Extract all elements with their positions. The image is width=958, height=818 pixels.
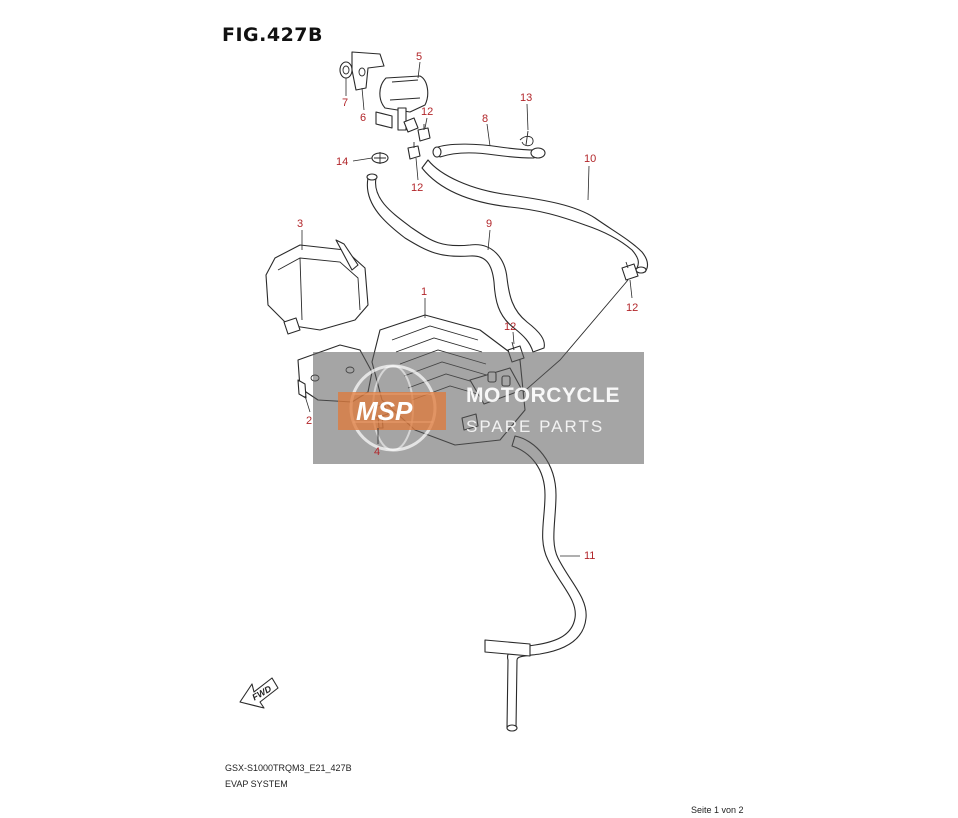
watermark: MSP MOTORCYCLE SPARE PARTS: [313, 352, 644, 464]
callouts: 5 7 6 12 13 8 10 14 12 3 9 1 12 12 2 4 1…: [297, 51, 638, 562]
cover-3-part[interactable]: [265, 239, 369, 335]
figure-title: FIG.427B: [222, 24, 324, 46]
leader-lines: [301, 61, 633, 557]
callout-7[interactable]: 7: [342, 97, 348, 109]
clamp-14-part[interactable]: [371, 152, 389, 164]
callout-1[interactable]: 1: [421, 286, 427, 298]
grommet-7-part[interactable]: [339, 61, 353, 79]
model-code: GSX-S1000TRQM3_E21_427B: [225, 763, 352, 773]
clamp-12a-part[interactable]: [417, 124, 431, 142]
callout-14[interactable]: 14: [336, 156, 348, 168]
callout-12-d[interactable]: 12: [504, 321, 516, 333]
watermark-logo-band: [338, 392, 446, 430]
clip-13-part[interactable]: [519, 130, 534, 147]
callout-3[interactable]: 3: [297, 218, 303, 230]
watermark-logo: MSP: [356, 396, 413, 426]
watermark-line1: MOTORCYCLE: [466, 384, 620, 407]
page-indicator: Seite 1 von 2: [691, 805, 744, 815]
callout-4[interactable]: 4: [374, 446, 380, 458]
hose-9-part[interactable]: [432, 143, 546, 159]
callout-12-a[interactable]: 12: [421, 106, 433, 118]
callout-12-c[interactable]: 12: [626, 302, 638, 314]
system-name: EVAP SYSTEM: [225, 779, 288, 789]
clamp-12c-part[interactable]: [621, 261, 639, 281]
hose-11-part[interactable]: [484, 435, 587, 732]
valve-bracket-6-part[interactable]: [351, 51, 385, 91]
callout-9[interactable]: 8: [482, 113, 488, 125]
callout-6[interactable]: 6: [360, 112, 366, 124]
callout-2[interactable]: 2: [306, 415, 312, 427]
valve-5-part[interactable]: [375, 75, 429, 133]
callout-10[interactable]: 10: [584, 153, 596, 165]
callout-12-b[interactable]: 12: [411, 182, 423, 194]
callout-11[interactable]: 11: [584, 550, 595, 562]
callout-13[interactable]: 13: [520, 92, 532, 104]
fwd-arrow-icon: FWD: [239, 677, 279, 709]
callout-5[interactable]: 5: [416, 51, 422, 63]
callout-8[interactable]: 9: [486, 218, 492, 230]
watermark-line2: SPARE PARTS: [466, 417, 604, 436]
clamp-12b-part[interactable]: [407, 142, 421, 160]
